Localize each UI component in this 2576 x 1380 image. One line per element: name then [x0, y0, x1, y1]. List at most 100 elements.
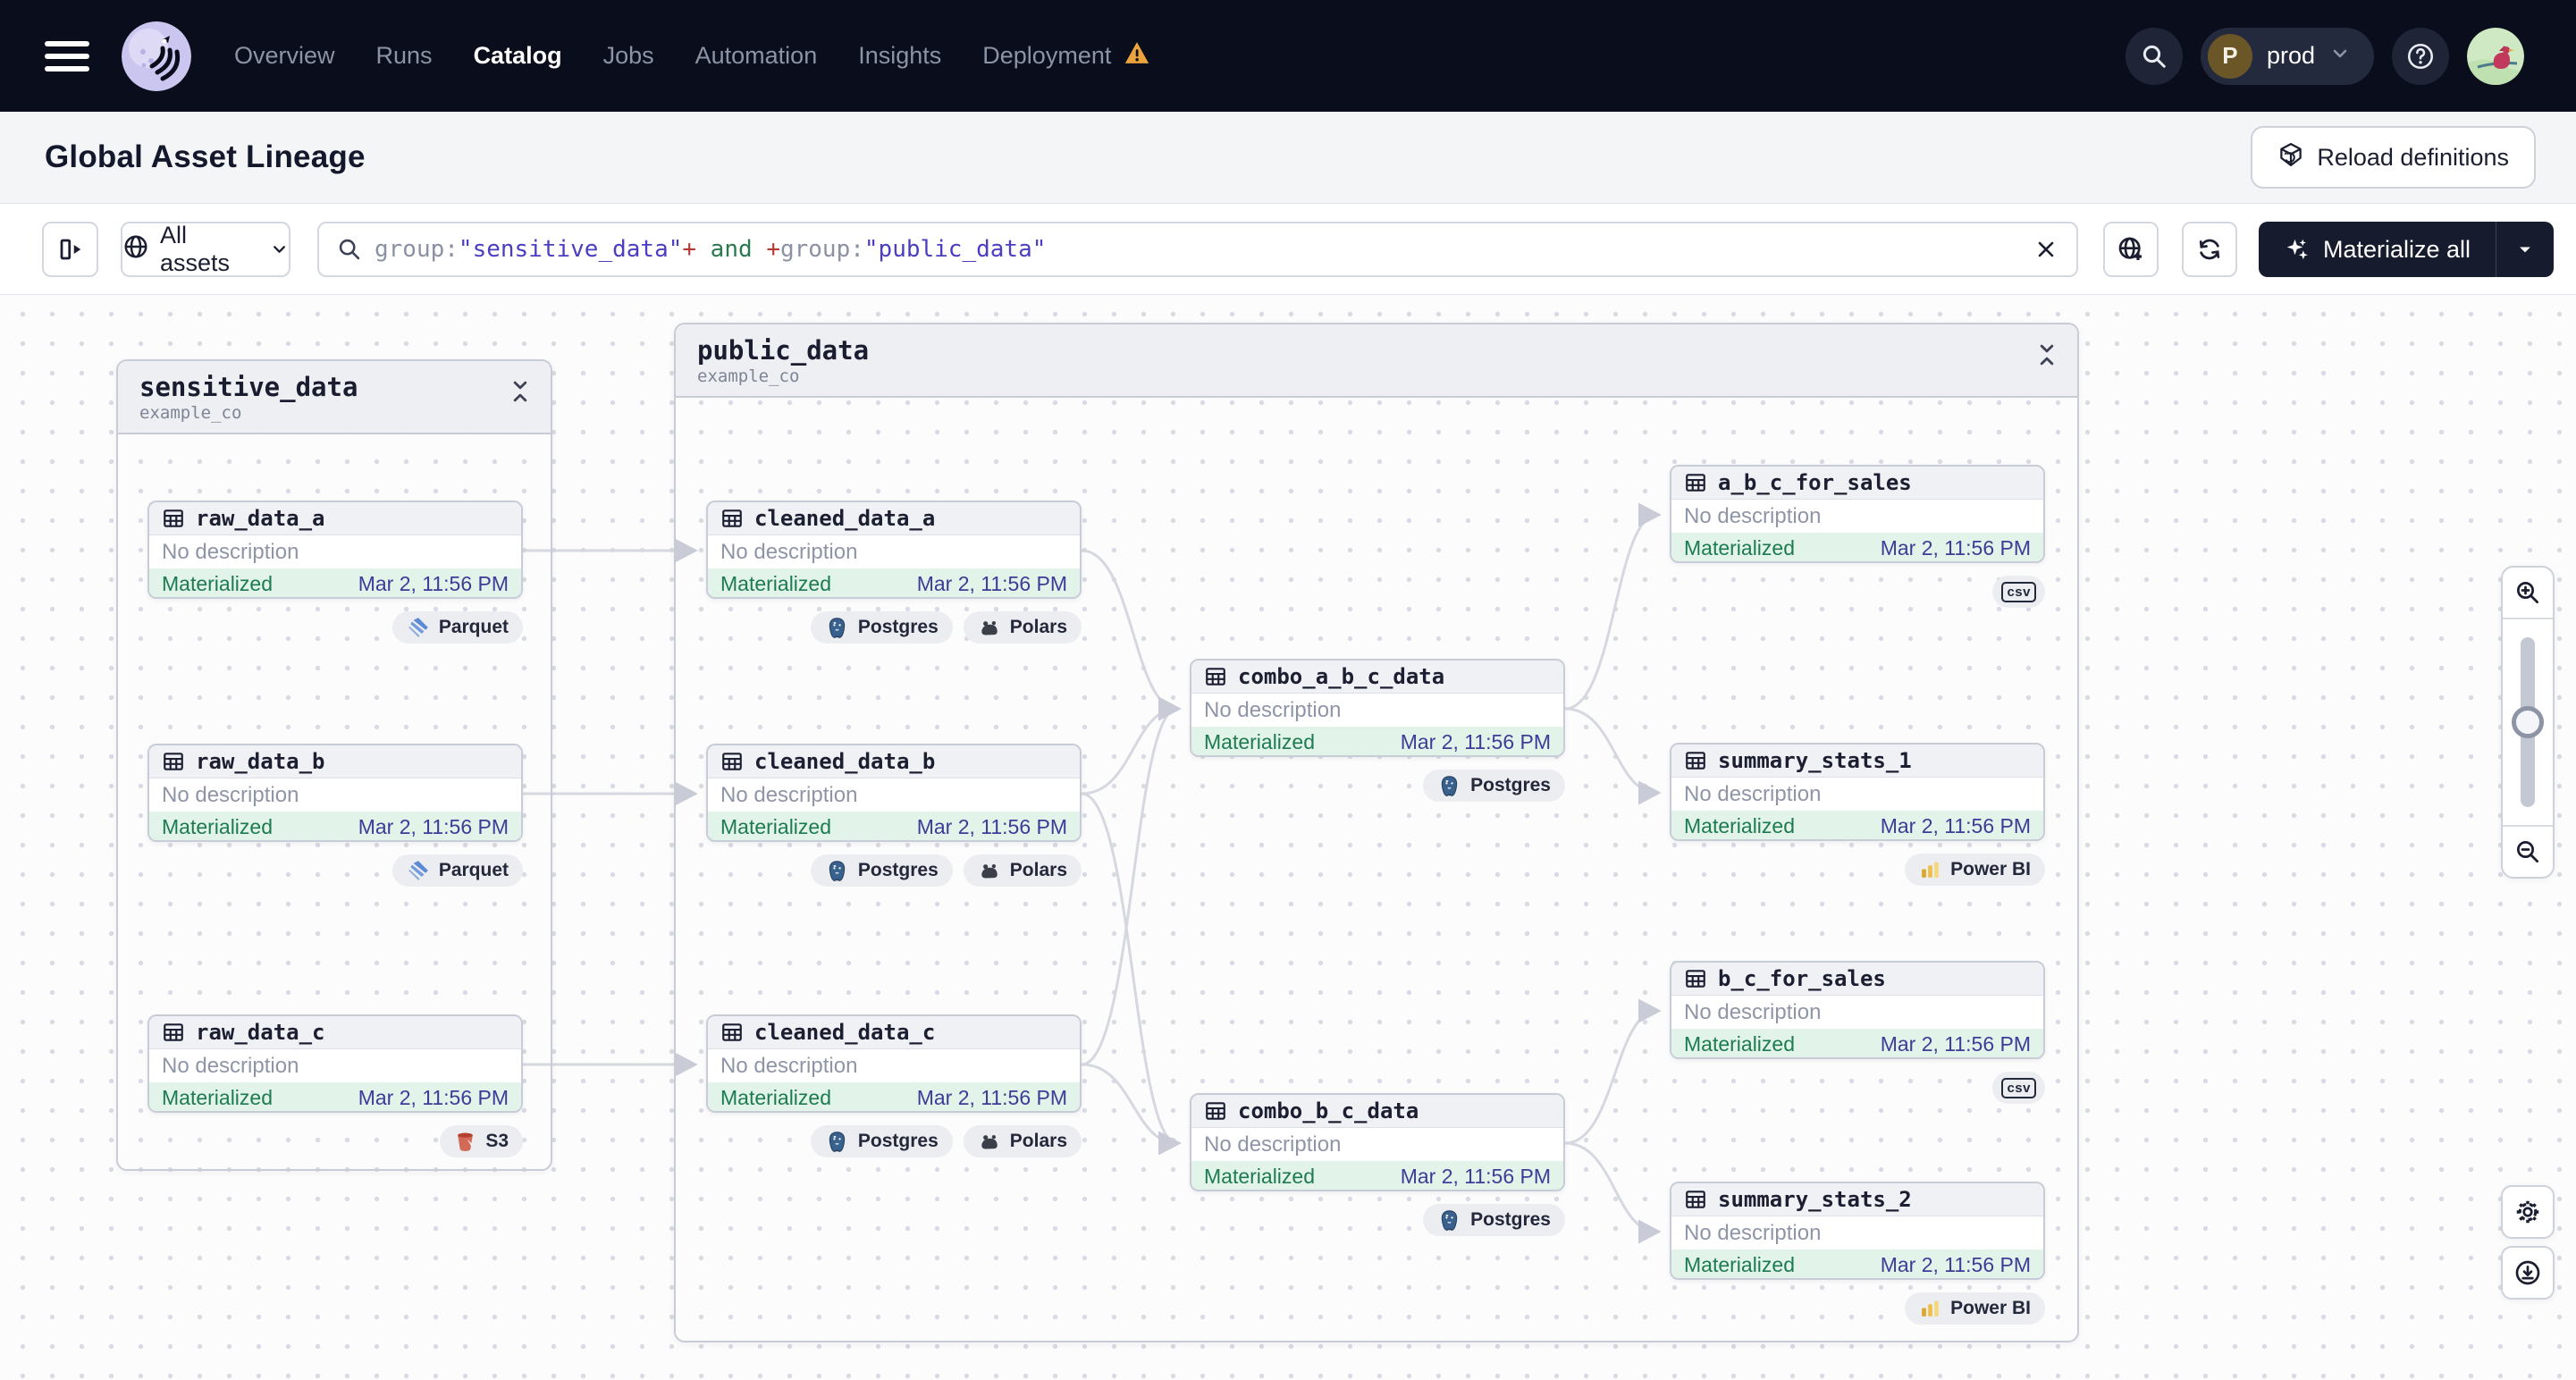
badge-label: Polars: [1009, 1131, 1067, 1151]
materialization-timestamp[interactable]: Mar 2, 11:56 PM: [916, 814, 1067, 838]
materialization-timestamp[interactable]: Mar 2, 11:56 PM: [916, 571, 1067, 595]
clear-filter-icon[interactable]: [2033, 237, 2058, 262]
asset-description: No description: [1191, 1128, 1563, 1161]
nav-item-runs[interactable]: Runs: [375, 42, 433, 69]
nav-item-automation[interactable]: Automation: [695, 42, 818, 69]
asset-scope-dropdown[interactable]: All assets: [121, 222, 290, 277]
materialization-timestamp[interactable]: Mar 2, 11:56 PM: [358, 571, 509, 595]
nav-item-overview[interactable]: Overview: [234, 42, 335, 69]
asset-name: combo_b_c_data: [1238, 1098, 1419, 1123]
nav-item-jobs[interactable]: Jobs: [602, 42, 654, 69]
materialization-timestamp[interactable]: Mar 2, 11:56 PM: [1880, 1031, 2031, 1056]
csv-icon: csv: [2001, 1077, 2036, 1098]
kind-badge-s3: S3: [440, 1125, 523, 1157]
group-subtitle: example_co: [139, 403, 242, 423]
status-badge: Materialized: [162, 571, 273, 595]
refresh-button[interactable]: [2182, 222, 2237, 277]
search-icon[interactable]: [2125, 27, 2183, 85]
materialization-timestamp[interactable]: Mar 2, 11:56 PM: [1880, 813, 2031, 837]
badge-label: Parquet: [438, 617, 509, 637]
recenter-download-button[interactable]: [2501, 1246, 2555, 1300]
powerbi-icon: [1919, 859, 1941, 881]
top-navbar: Overview Runs Catalog Jobs Automation Insight…: [0, 0, 2576, 112]
status-badge: Materialized: [162, 1085, 273, 1109]
asset-description: No description: [708, 1049, 1080, 1082]
table-icon: [1204, 1099, 1227, 1123]
menu-icon[interactable]: [45, 40, 89, 72]
materialization-timestamp[interactable]: Mar 2, 11:56 PM: [358, 1085, 509, 1109]
help-icon[interactable]: [2392, 27, 2449, 85]
asset-status-row: Materialized Mar 2, 11:56 PM: [1191, 727, 1563, 755]
nav-item-deployment[interactable]: Deployment: [982, 39, 1150, 72]
status-badge: Materialized: [720, 1085, 831, 1109]
graph-settings-button[interactable]: [2501, 1185, 2555, 1239]
gear-icon: [2513, 1198, 2542, 1226]
table-icon: [162, 750, 185, 773]
user-avatar[interactable]: [2467, 27, 2524, 85]
table-icon: [162, 507, 185, 530]
nav-items: Overview Runs Catalog Jobs Automation Insight…: [234, 39, 1150, 72]
asset-name: combo_a_b_c_data: [1238, 664, 1445, 689]
asset-status-row: Materialized Mar 2, 11:56 PM: [149, 568, 521, 597]
status-badge: Materialized: [1204, 729, 1315, 753]
table-icon: [1684, 1188, 1707, 1211]
materialization-timestamp[interactable]: Mar 2, 11:56 PM: [1880, 535, 2031, 560]
kind-badge-polars: Polars: [963, 611, 1082, 644]
table-icon: [1684, 471, 1707, 494]
badge-row-combo_b_c_data: Postgres: [1190, 1204, 1565, 1236]
open-panel-button[interactable]: [42, 222, 98, 277]
zoom-in-button[interactable]: [2503, 568, 2553, 619]
group-subtitle: example_co: [697, 366, 800, 386]
asset-filter-input[interactable]: group:"sensitive_data"+ and +group:"publ…: [317, 222, 2078, 277]
status-badge: Materialized: [1204, 1164, 1315, 1188]
nav-item-insights[interactable]: Insights: [858, 42, 942, 69]
chevron-down-icon: [274, 246, 285, 253]
table-icon: [1684, 749, 1707, 772]
globe-add-button[interactable]: [2103, 222, 2159, 277]
nav-item-catalog[interactable]: Catalog: [473, 42, 562, 69]
materialization-timestamp[interactable]: Mar 2, 11:56 PM: [358, 814, 509, 838]
asset-name: cleaned_data_b: [754, 749, 936, 774]
materialize-options-caret[interactable]: [2496, 222, 2554, 277]
badge-row-a_b_c_for_sales: csv: [1670, 576, 2045, 608]
collapse-group-icon[interactable]: [2034, 342, 2059, 372]
deployment-switcher[interactable]: P prod: [2200, 27, 2374, 85]
cube-reload-icon: [2277, 141, 2304, 174]
kind-badge-powerbi: Power BI: [1905, 854, 2045, 886]
materialization-timestamp[interactable]: Mar 2, 11:56 PM: [1880, 1252, 2031, 1276]
collapse-group-icon[interactable]: [508, 379, 533, 408]
materialization-timestamp[interactable]: Mar 2, 11:56 PM: [916, 1085, 1067, 1109]
parquet-icon: [407, 616, 430, 639]
materialization-timestamp[interactable]: Mar 2, 11:56 PM: [1400, 729, 1551, 753]
zoom-slider[interactable]: [2503, 619, 2553, 825]
polars-icon: [978, 859, 1001, 882]
zoom-out-button[interactable]: [2503, 825, 2553, 877]
reload-definitions-button[interactable]: Reload definitions: [2251, 126, 2536, 189]
status-badge: Materialized: [1684, 535, 1795, 560]
zoom-slider-thumb[interactable]: [2512, 706, 2544, 738]
materialize-all-button[interactable]: Materialize all: [2259, 222, 2554, 277]
dagster-logo-icon[interactable]: [122, 21, 191, 91]
materialization-timestamp[interactable]: Mar 2, 11:56 PM: [1400, 1164, 1551, 1188]
parquet-icon: [407, 859, 430, 882]
asset-description: No description: [1671, 500, 2043, 533]
kind-badge-polars: Polars: [963, 854, 1082, 887]
asset-description: No description: [1671, 996, 2043, 1029]
postgres-icon: [825, 1130, 849, 1154]
